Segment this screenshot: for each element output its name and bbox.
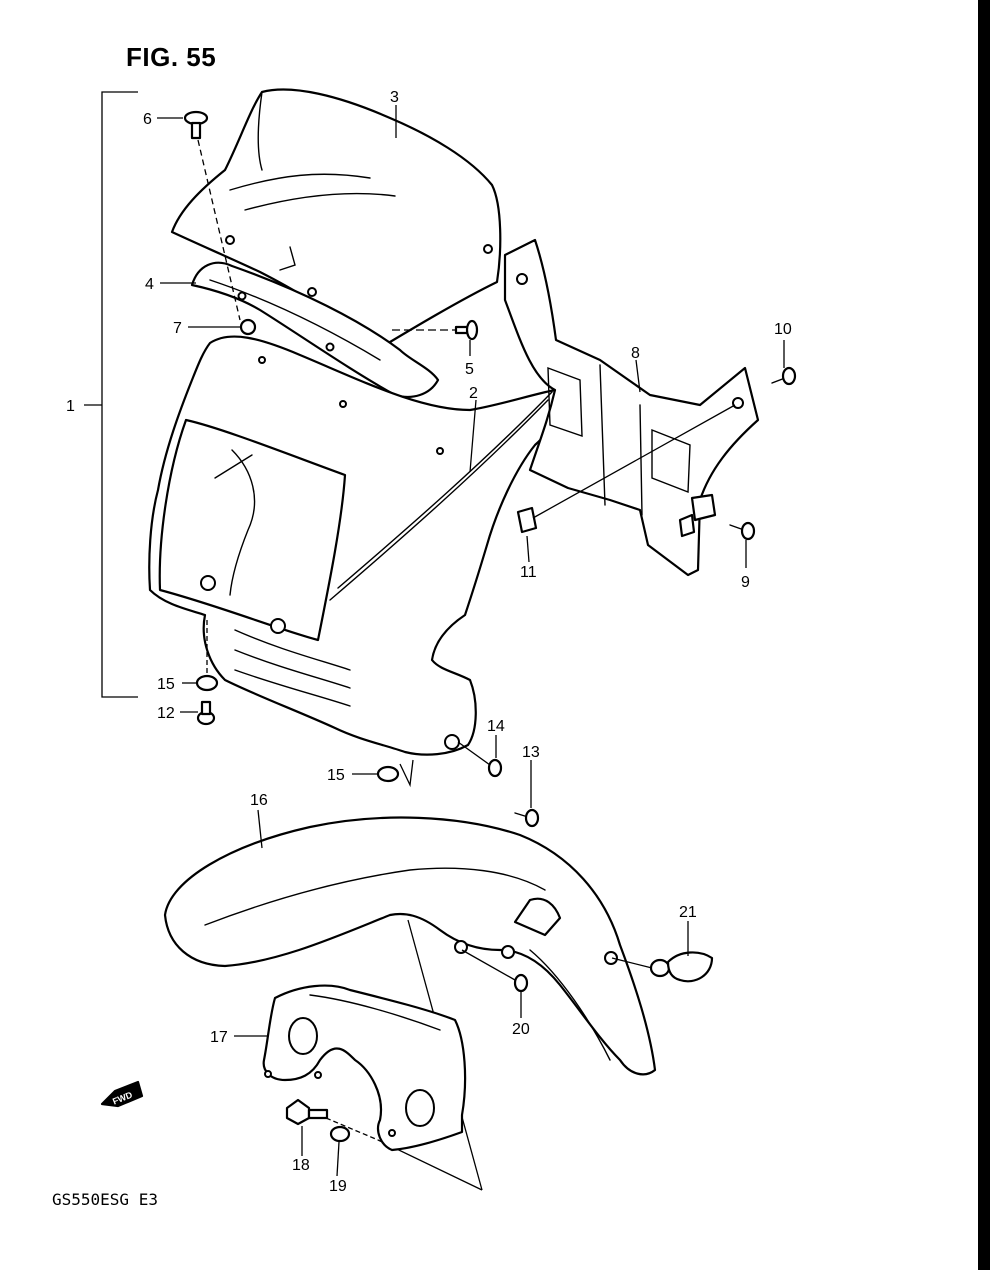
trim-strip-part-4 xyxy=(190,261,440,398)
headlight-cowl-part-2 xyxy=(148,335,559,756)
callout-15b: 15 xyxy=(327,767,345,784)
windscreen-part-3 xyxy=(170,88,502,350)
callout-21: 21 xyxy=(679,904,697,921)
callout-14: 14 xyxy=(487,718,505,735)
fastener-screw-13 xyxy=(514,808,540,828)
callout-6: 6 xyxy=(143,111,152,128)
callout-17: 17 xyxy=(210,1029,228,1046)
callout-8: 8 xyxy=(631,345,640,362)
model-code-label: GS550ESG E3 xyxy=(52,1190,158,1209)
callout-2: 2 xyxy=(469,385,478,402)
assembly-bracket-1 xyxy=(84,91,138,698)
callout-7: 7 xyxy=(173,320,182,337)
callout-18: 18 xyxy=(292,1157,310,1174)
fastener-washer-14 xyxy=(457,741,503,778)
callout-3: 3 xyxy=(390,89,399,106)
scan-edge-border xyxy=(978,0,990,1270)
fastener-screw-10 xyxy=(771,366,797,386)
callout-11: 11 xyxy=(520,564,537,581)
callout-4: 4 xyxy=(145,276,154,293)
fastener-bolt-21 xyxy=(611,951,714,983)
callout-16: 16 xyxy=(250,792,268,809)
callout-10: 10 xyxy=(774,321,792,338)
fastener-bolt-12 xyxy=(196,700,216,726)
fastener-washer-20 xyxy=(461,949,529,993)
forward-direction-arrow: FWD xyxy=(100,1080,144,1108)
fastener-washer-19 xyxy=(325,1117,379,1143)
callout-20: 20 xyxy=(512,1021,530,1038)
callout-19: 19 xyxy=(329,1178,347,1195)
callout-leaders xyxy=(157,105,785,1177)
callout-labels: 1 2 3 4 5 6 7 8 9 10 11 12 13 14 15 15 1… xyxy=(66,89,792,1195)
callout-12: 12 xyxy=(157,705,175,722)
callout-1: 1 xyxy=(66,398,75,415)
figure-title: FIG. 55 xyxy=(126,42,217,72)
fastener-screw-5 xyxy=(392,319,479,341)
fender-brace-part-17 xyxy=(262,984,467,1152)
fastener-nut-7 xyxy=(239,318,257,336)
fastener-screw-9 xyxy=(729,521,756,541)
fastener-bolt-18 xyxy=(285,1098,329,1126)
fastener-bolt-6 xyxy=(183,110,241,321)
fastener-grommet-15b xyxy=(376,759,414,788)
mounting-bracket-part-8 xyxy=(503,238,760,577)
callout-9: 9 xyxy=(741,574,750,591)
callout-5: 5 xyxy=(465,361,474,378)
callout-13: 13 xyxy=(522,744,540,761)
callout-15a: 15 xyxy=(157,676,175,693)
fastener-clip-11 xyxy=(516,404,736,534)
